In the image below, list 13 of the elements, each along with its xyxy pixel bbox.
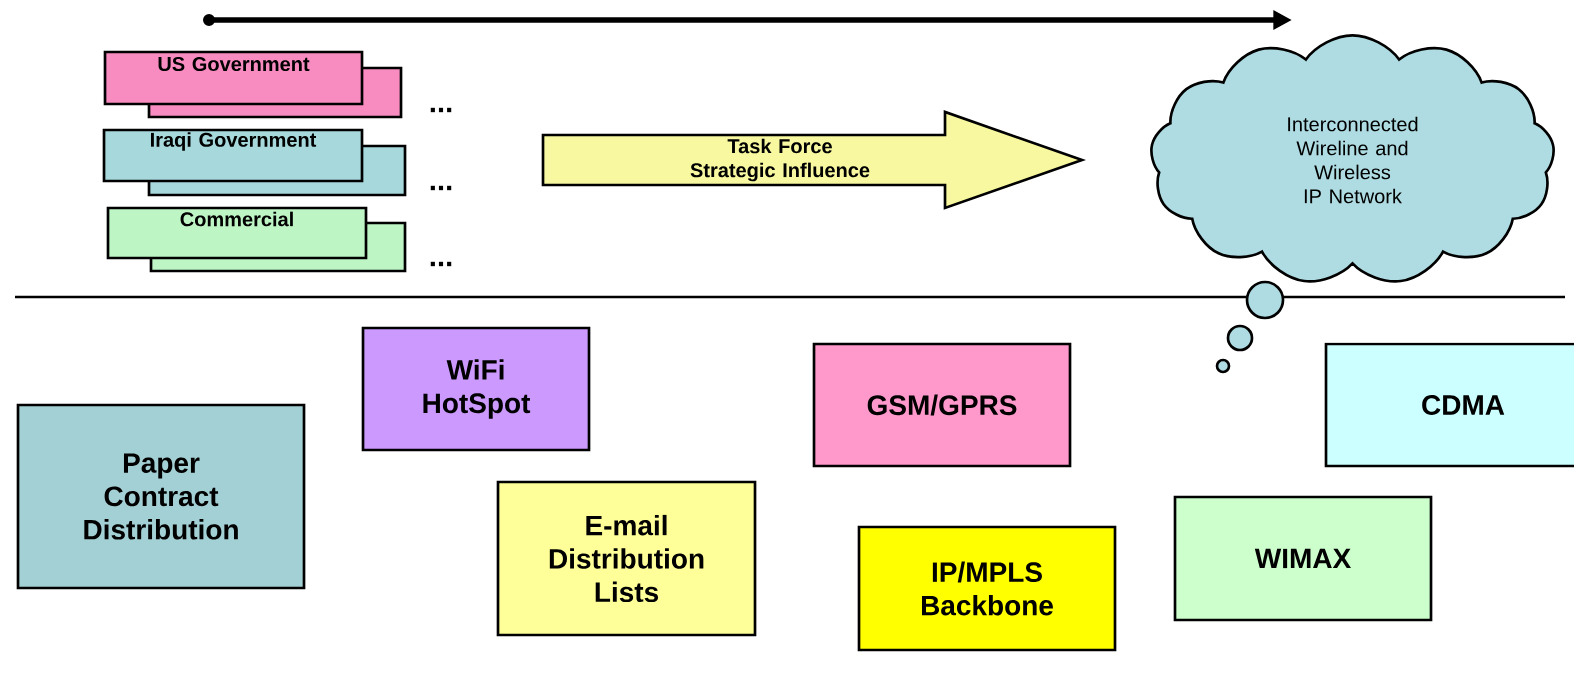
label-box: GSM/GPRS — [812, 342, 1072, 468]
label-box: CDMA — [1324, 342, 1574, 468]
ellipsis: ... — [430, 185, 452, 191]
label-box: Iraqi Government — [102, 128, 364, 183]
label-box: WiFi HotSpot — [361, 326, 591, 452]
label-box: IP/MPLS Backbone — [857, 525, 1117, 652]
label-box: Commercial — [106, 206, 368, 260]
ellipsis: ... — [430, 107, 452, 113]
label-box: E-mail Distribution Lists — [496, 480, 757, 637]
label-box: US Government — [103, 50, 364, 106]
ellipsis: ... — [430, 261, 452, 267]
label-box: WIMAX — [1173, 495, 1433, 622]
label-box: Paper Contract Distribution — [16, 403, 306, 590]
